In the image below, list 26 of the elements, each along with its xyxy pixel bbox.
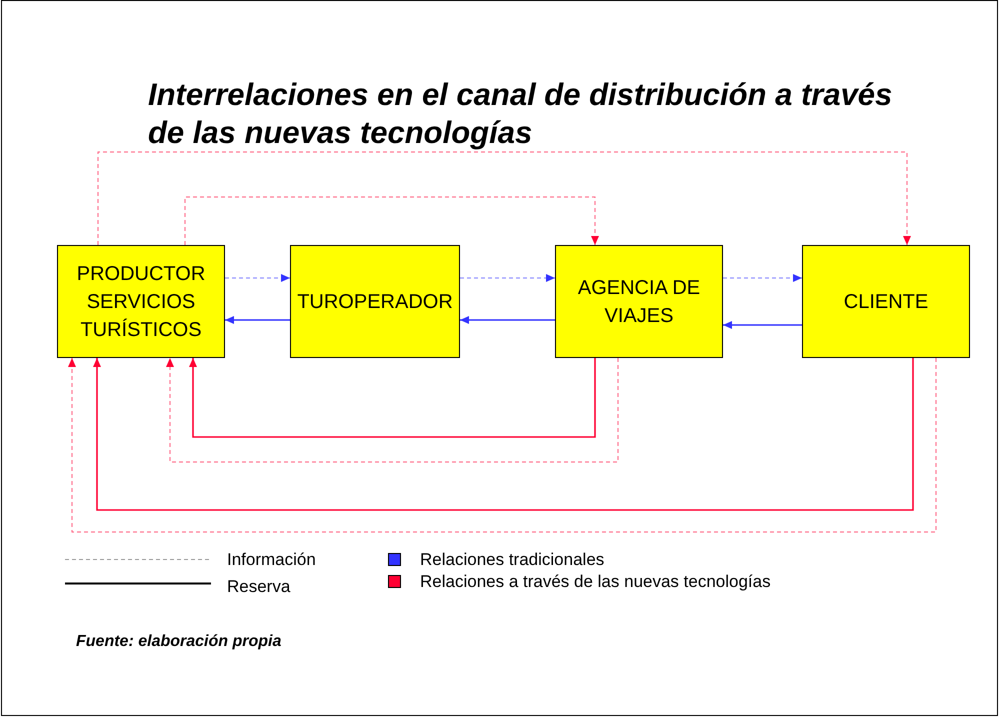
box-label: CLIENTE xyxy=(844,290,928,314)
dashed-arrow xyxy=(184,196,599,246)
dashed-arrow xyxy=(224,274,290,282)
legend-label: Relaciones a través de las nuevas tecnologías xyxy=(420,572,771,592)
dashed-arrow xyxy=(98,152,911,246)
dashed-arrow xyxy=(460,274,556,282)
arrow xyxy=(189,358,596,438)
dashed-arrow xyxy=(722,274,802,282)
process-box xyxy=(555,245,723,358)
box-label: TUROPERADOR xyxy=(297,290,453,314)
dashed-arrow xyxy=(166,358,618,462)
legend-label: Información xyxy=(227,550,316,570)
arrow xyxy=(723,321,802,329)
title: Interrelaciones en el canal de distribución a través de las nuevas tecnologías xyxy=(148,76,894,152)
dashed-arrow xyxy=(68,358,936,532)
box-label: AGENCIA DE VIAJES xyxy=(576,276,702,328)
box-label: PRODUCTOR SERVICIOS TURÍSTICOS xyxy=(76,262,206,342)
process-box xyxy=(57,245,225,358)
arrow xyxy=(460,316,555,324)
process-box xyxy=(290,245,460,358)
process-box xyxy=(802,245,970,358)
source-note: Fuente: elaboración propia xyxy=(76,632,282,652)
arrow xyxy=(225,316,290,324)
arrow xyxy=(93,358,914,511)
legend-label: Reserva xyxy=(227,577,290,597)
legend-label: Relaciones tradicionales xyxy=(420,550,604,570)
